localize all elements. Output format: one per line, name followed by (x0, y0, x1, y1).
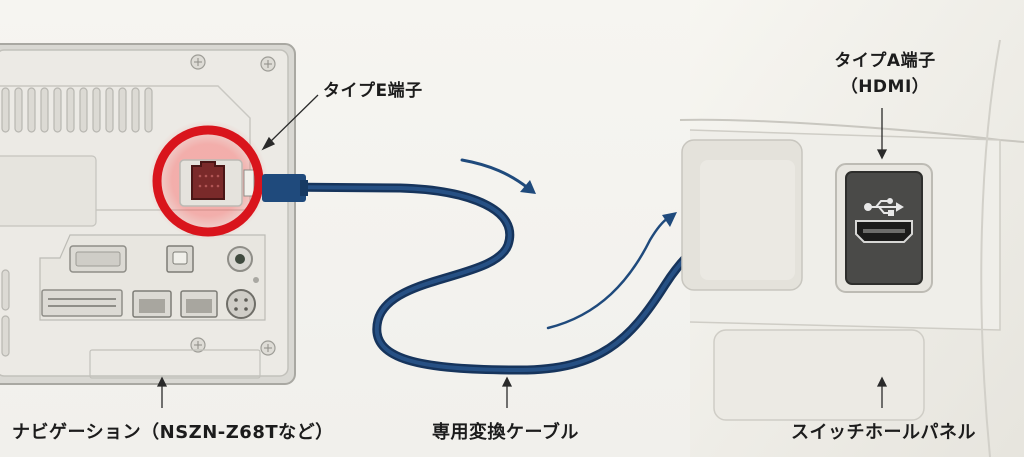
type-e-port-label: タイプE端子 (323, 81, 423, 101)
usb-icon (864, 198, 904, 216)
navigation-label: ナビゲーション（NSZN-Z68Tなど） (12, 422, 334, 443)
navigation-callout-arrow (156, 376, 168, 408)
cable-label: 専用変換ケーブル (432, 422, 579, 443)
type-e-callout-arrow (261, 94, 319, 151)
switch-hole-panel-label: スイッチホールパネル (791, 422, 976, 443)
type-a-callout-arrow (876, 108, 888, 160)
cable-callout-arrow (501, 376, 513, 408)
motion-arrow-down (460, 158, 536, 194)
type-e-connector-icon (191, 161, 225, 200)
hdmi-port-icon (855, 220, 913, 243)
type-a-port-label: タイプA端子 （HDMI） (810, 48, 960, 100)
motion-arrow-up (546, 212, 677, 330)
type-a-port-label-line1: タイプA端子 (834, 51, 936, 71)
switch-hole-panel (679, 0, 1024, 457)
type-a-port-label-line2: （HDMI） (840, 77, 930, 97)
type-e-port-highlight (148, 120, 268, 240)
panel-callout-arrow (876, 376, 888, 408)
